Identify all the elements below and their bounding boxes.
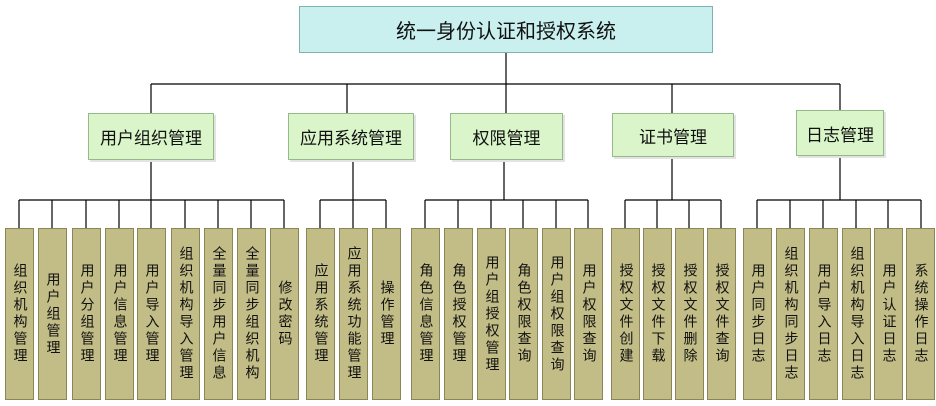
leaf-node: 授权文件查询 <box>707 228 736 400</box>
leaf-node: 应用系统管理 <box>306 228 335 400</box>
leaf-node: 组织机构同步日志 <box>776 228 805 400</box>
leaf-node: 组织机构导入日志 <box>842 228 871 400</box>
leaf-node: 操作管理 <box>372 228 401 400</box>
leaf-node: 授权文件下载 <box>643 228 672 400</box>
leaf-node: 修改密码 <box>270 228 299 400</box>
leaf-node: 角色授权管理 <box>444 228 473 400</box>
leaf-node: 组织机构管理 <box>5 228 34 400</box>
category-permission: 权限管理 <box>450 113 563 160</box>
leaf-node: 授权文件删除 <box>675 228 704 400</box>
leaf-node: 应用系统功能管理 <box>339 228 368 400</box>
leaf-node: 系统操作日志 <box>906 228 935 400</box>
leaf-node: 用户权限查询 <box>574 228 603 400</box>
category-certificate: 证书管理 <box>612 113 734 157</box>
category-log: 日志管理 <box>796 110 884 156</box>
leaf-node: 用户同步日志 <box>743 228 772 400</box>
leaf-node: 角色信息管理 <box>411 228 440 400</box>
category-user-org: 用户组织管理 <box>88 113 214 160</box>
leaf-node: 用户组权限查询 <box>542 228 571 400</box>
leaf-node: 用户信息管理 <box>105 228 134 400</box>
leaf-node: 用户认证日志 <box>874 228 903 400</box>
leaf-node: 全量同步组织机构 <box>237 228 266 400</box>
leaf-node: 用户导入日志 <box>809 228 838 400</box>
leaf-node: 用户导入管理 <box>137 228 166 400</box>
leaf-node: 组织机构导入管理 <box>171 228 200 400</box>
leaf-node: 用户组管理 <box>38 228 67 400</box>
category-app-system: 应用系统管理 <box>288 113 414 160</box>
leaf-node: 角色权限查询 <box>509 228 538 400</box>
leaf-node: 授权文件创建 <box>611 228 640 400</box>
root-node: 统一身份认证和授权系统 <box>299 6 713 53</box>
leaf-node: 用户分组管理 <box>72 228 101 400</box>
leaf-node: 用户组授权管理 <box>477 228 506 400</box>
leaf-node: 全量同步用户信息 <box>204 228 233 400</box>
